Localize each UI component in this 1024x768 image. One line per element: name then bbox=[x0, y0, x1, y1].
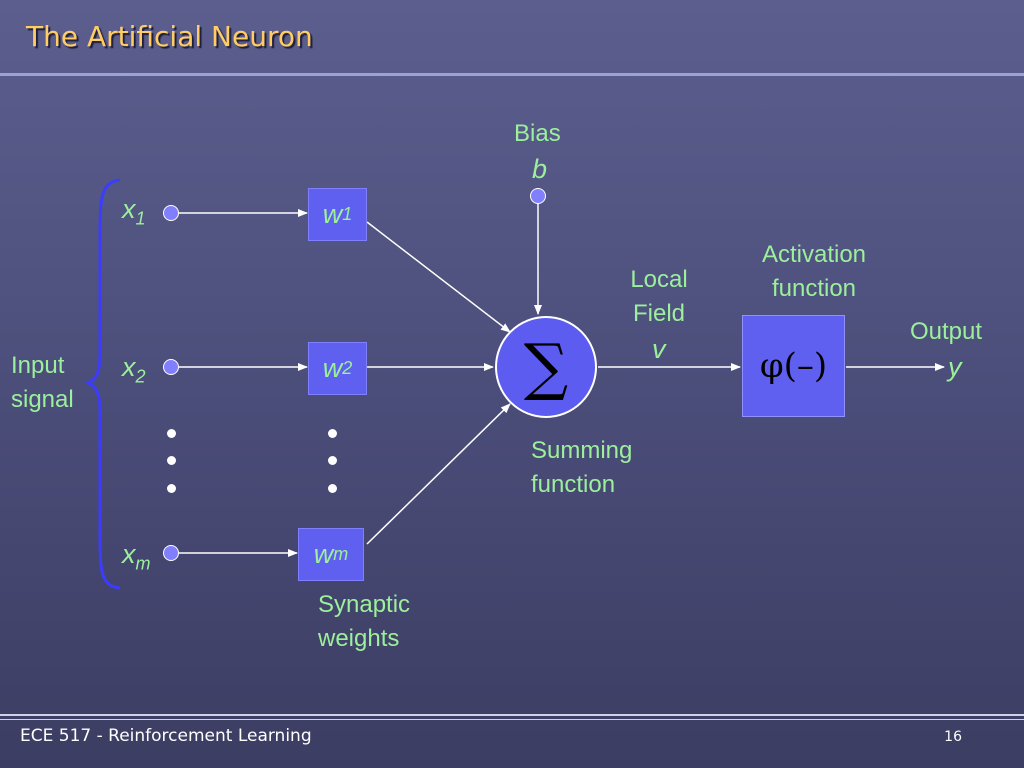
input-xm: xm bbox=[122, 539, 151, 574]
input-node-xm bbox=[163, 545, 179, 561]
slide-title: The Artificial Neuron bbox=[26, 20, 313, 53]
footer-course: ECE 517 - Reinforcement Learning bbox=[20, 726, 312, 746]
weight-w2-base: w bbox=[322, 353, 343, 383]
synaptic-weights-label: Synaptic weights bbox=[318, 588, 410, 656]
local-field-label: Local Field bbox=[620, 263, 698, 331]
input-x2-base: x bbox=[122, 352, 136, 382]
synaptic-weights-line-2: weights bbox=[318, 625, 400, 652]
summing-function-line-1: Summing bbox=[531, 437, 633, 464]
bias-label: Bias bbox=[514, 120, 561, 147]
page-number: 16 bbox=[944, 729, 962, 745]
weight-ellipsis-dot bbox=[328, 429, 337, 438]
input-node-x2 bbox=[163, 359, 179, 375]
footer-divider bbox=[0, 719, 1024, 720]
activation-function-box: φ(–) bbox=[742, 315, 845, 417]
local-field-line-1: Local bbox=[630, 266, 688, 293]
weight-w1-sub: 1 bbox=[342, 204, 353, 224]
footer-divider bbox=[0, 714, 1024, 716]
summing-junction: ∑ bbox=[495, 316, 597, 418]
synaptic-weights-line-1: Synaptic bbox=[318, 591, 411, 618]
activation-function-label: Activation function bbox=[744, 238, 884, 306]
bias-variable: b bbox=[532, 154, 548, 184]
activation-function-symbol: φ(–) bbox=[759, 346, 828, 386]
input-signal-line-2: signal bbox=[11, 386, 74, 413]
input-xm-sub: m bbox=[135, 553, 151, 574]
weight-ellipsis-dot bbox=[328, 456, 337, 465]
weight-w1-base: w bbox=[322, 199, 343, 229]
input-x1-sub: 1 bbox=[135, 208, 146, 229]
input-brace bbox=[83, 178, 121, 590]
input-signal-line-1: Input bbox=[11, 352, 65, 379]
local-field-line-2: Field bbox=[632, 300, 686, 327]
input-signal-label: Input signal bbox=[11, 349, 74, 417]
input-ellipsis-dot bbox=[167, 456, 176, 465]
weight-wm-sub: m bbox=[333, 544, 349, 564]
input-x1-base: x bbox=[122, 194, 136, 224]
summing-function-label: Summing function bbox=[531, 434, 632, 502]
summing-function-line-2: function bbox=[531, 471, 616, 498]
weight-w2-sub: 2 bbox=[342, 358, 353, 378]
activation-function-line-2: function bbox=[771, 275, 857, 302]
input-node-x1 bbox=[163, 205, 179, 221]
bias-node bbox=[530, 188, 546, 204]
input-ellipsis-dot bbox=[167, 429, 176, 438]
output-label: Output bbox=[910, 318, 983, 345]
input-x2: x2 bbox=[122, 352, 146, 387]
activation-function-line-1: Activation bbox=[761, 241, 867, 268]
input-xm-base: x bbox=[122, 539, 136, 569]
w1-to-sum-arrow bbox=[366, 221, 511, 333]
weight-ellipsis-dot bbox=[328, 484, 337, 493]
input-x1: x1 bbox=[122, 194, 146, 229]
wm-to-sum-arrow bbox=[366, 403, 511, 545]
local-field-variable: v bbox=[652, 334, 666, 364]
title-divider bbox=[0, 73, 1024, 76]
output-variable: y bbox=[948, 352, 962, 382]
input-x2-sub: 2 bbox=[135, 366, 146, 387]
input-ellipsis-dot bbox=[167, 484, 176, 493]
weight-wm-base: w bbox=[313, 539, 334, 569]
